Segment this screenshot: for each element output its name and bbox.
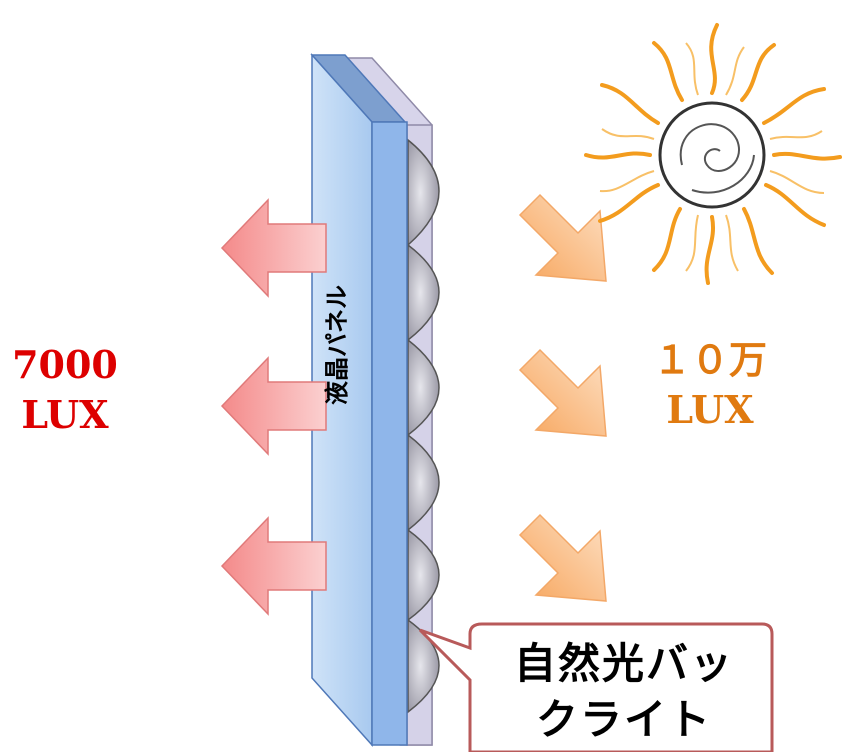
input-lux-label: １０万 LUX bbox=[620, 335, 800, 435]
callout-box bbox=[418, 622, 774, 752]
input-lux-unit: LUX bbox=[666, 387, 754, 432]
callout-line-2: クライト bbox=[535, 695, 712, 744]
incoming-arrow-icon bbox=[519, 194, 607, 602]
callout-text: 自然光バッ クライト bbox=[478, 636, 770, 748]
output-lux-unit: LUX bbox=[21, 392, 109, 437]
lens-array bbox=[407, 138, 440, 714]
outgoing-arrow-icon bbox=[221, 199, 327, 615]
output-lux-value: 7000 bbox=[12, 342, 118, 387]
sun-icon bbox=[584, 23, 842, 285]
lcd-panel bbox=[310, 53, 408, 747]
output-lux-label: 7000 LUX bbox=[0, 340, 130, 440]
lcd-panel-label: 液晶パネル bbox=[322, 285, 351, 405]
input-lux-value: １０万 bbox=[652, 337, 767, 382]
callout-line-1: 自然光バッ bbox=[513, 639, 734, 688]
